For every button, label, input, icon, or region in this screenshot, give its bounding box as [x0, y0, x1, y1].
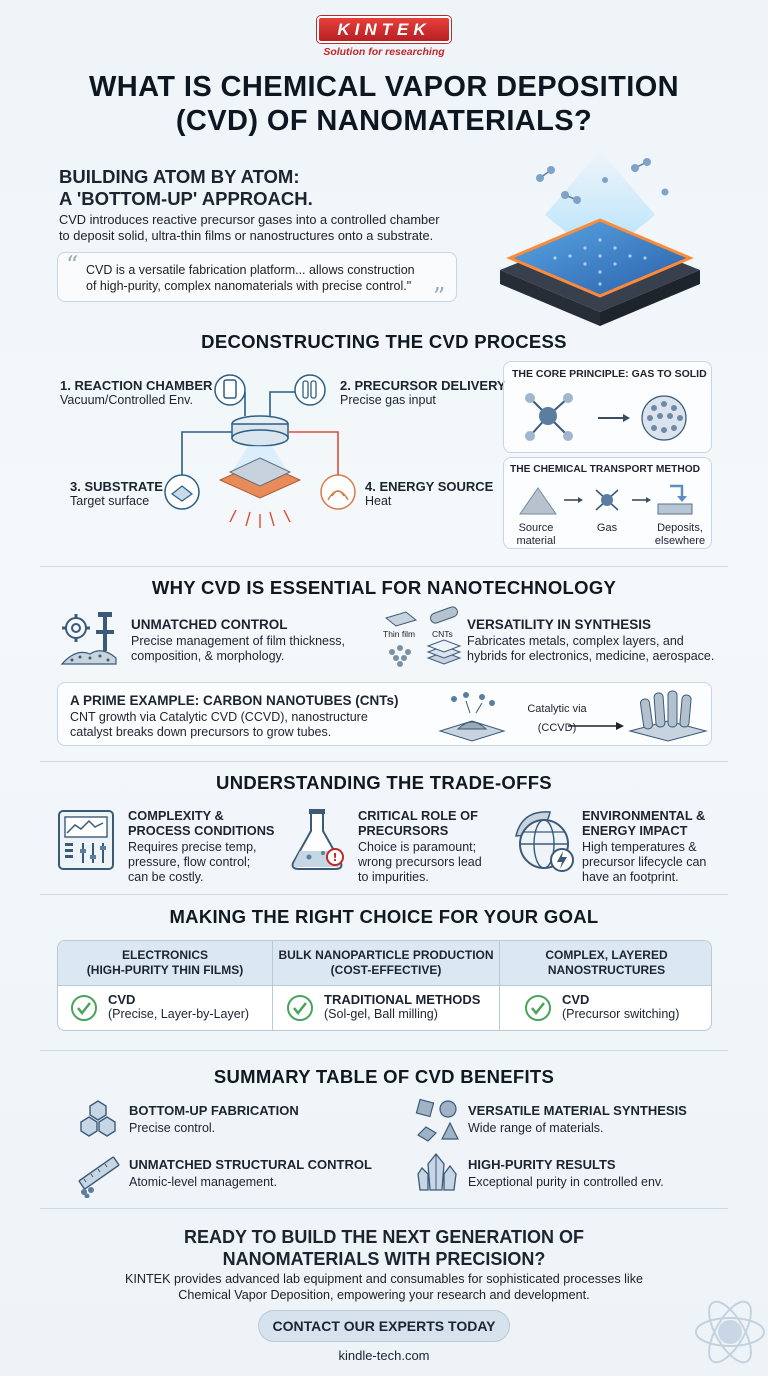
svg-text:!: !: [332, 851, 337, 864]
summary-bottom-up: BOTTOM-UP FABRICATION Precise control.: [129, 1103, 299, 1135]
check-circle-icon: [286, 994, 314, 1022]
icon-label-cnt: CNTs: [432, 629, 453, 639]
intro-body: CVD introduces reactive precursor gases …: [59, 212, 440, 244]
transport-title: THE CHEMICAL TRANSPORT METHOD: [510, 464, 700, 475]
control-gear-icon: [58, 606, 122, 670]
why-versatility: VERSATILITY IN SYNTHESIS Fabricates meta…: [467, 617, 714, 664]
choice-col-electronics-head: ELECTRONICS (HIGH-PURITY THIN FILMS): [58, 941, 272, 985]
catalyst-icon: [436, 691, 508, 743]
step-substrate: 3. SUBSTRATE Target surface: [70, 479, 163, 508]
step-desc: Heat: [365, 494, 392, 508]
cnt-example-box: A PRIME EXAMPLE: CARBON NANOTUBES (CNTs)…: [57, 682, 712, 746]
arrow-right-icon: [568, 721, 624, 731]
substrate-glow-illustration: [485, 140, 715, 330]
section-divider: [40, 1208, 728, 1209]
intro-heading: BUILDING ATOM BY ATOM: A 'BOTTOM-UP' APP…: [59, 166, 313, 210]
transport-flow-icon: [512, 480, 707, 520]
flask-icon: !: [287, 807, 349, 873]
why-control: UNMATCHED CONTROL Precise management of …: [131, 617, 345, 664]
section-divider: [40, 894, 728, 895]
control-panel-icon: [57, 809, 115, 871]
check-circle-icon: [524, 994, 552, 1022]
step-title: 1. REACTION CHAMBER: [60, 378, 213, 393]
summary-structural: UNMATCHED STRUCTURAL CONTROL Atomic-leve…: [129, 1157, 372, 1189]
intro-body-line2: to deposit solid, ultra-thin films or na…: [59, 228, 434, 243]
tradeoff-complexity: COMPLEXITY & PROCESS CONDITIONS Requires…: [128, 808, 275, 884]
icon-label-film: Thin film: [383, 629, 416, 639]
choice-col-bulk-head: BULK NANOPARTICLE PRODUCTION (COST-EFFEC…: [272, 941, 499, 985]
intro-heading-line1: BUILDING ATOM BY ATOM:: [59, 166, 300, 187]
chamber-icon: [223, 379, 237, 399]
step-desc: Vacuum/Controlled Env.: [60, 393, 193, 407]
cvd-process-diagram: [160, 372, 360, 542]
step-title: 2. PRECURSOR DELIVERY: [340, 378, 506, 393]
cta-heading: READY TO BUILD THE NEXT GENERATION OF NA…: [183, 1227, 585, 1269]
choice-table: ELECTRONICS (HIGH-PURITY THIN FILMS) BUL…: [57, 940, 712, 1031]
summary-heading: SUMMARY TABLE OF CVD BENEFITS: [213, 1066, 555, 1087]
page-title-line1: WHAT IS CHEMICAL VAPOR DEPOSITION: [89, 71, 679, 103]
tradeoff-environment: ENVIRONMENTAL & ENERGY IMPACT High tempe…: [582, 808, 707, 884]
tradeoff-precursors: CRITICAL ROLE OF PRECURSORS Choice is pa…: [358, 808, 482, 884]
quote-close-icon: ”: [433, 283, 446, 311]
transport-deposit-label: Deposits, elsewhere: [654, 522, 706, 547]
cnt-example-title: A PRIME EXAMPLE: CARBON NANOTUBES (CNTs): [70, 693, 399, 708]
step-title: 3. SUBSTRATE: [70, 479, 163, 494]
contact-experts-button[interactable]: CONTACT OUR EXPERTS TODAY: [258, 1310, 510, 1342]
transport-source-label: Source material: [516, 522, 556, 547]
crystal-icon: [414, 1150, 460, 1196]
quote-open-icon: “: [66, 251, 79, 279]
why-versatility-desc: Fabricates metals, complex layers, and h…: [467, 634, 715, 663]
why-heading: WHY CVD IS ESSENTIAL FOR NANOTECHNOLOGY: [151, 577, 617, 598]
globe-leaf-energy-icon: [508, 806, 578, 876]
transport-method-box: THE CHEMICAL TRANSPORT METHOD Source mat…: [503, 457, 712, 549]
step-title: 4. ENERGY SOURCE: [365, 479, 494, 494]
core-principle-box: THE CORE PRINCIPLE: GAS TO SOLID: [503, 361, 712, 453]
cnt-example-desc: CNT growth via Catalytic CVD (CCVD), nan…: [70, 710, 368, 739]
tradeoffs-heading: UNDERSTANDING THE TRADE-OFFS: [216, 772, 552, 793]
intro-quote: “ CVD is a versatile fabrication platfor…: [57, 251, 457, 311]
quote-line1: CVD is a versatile fabrication platform.…: [86, 263, 415, 277]
page-title-line2: (CVD) OF NANOMATERIALS?: [175, 105, 593, 137]
step-desc: Precise gas input: [340, 393, 436, 407]
brand-logo: KINTEK: [0, 16, 768, 43]
core-principle-title: THE CORE PRINCIPLE: GAS TO SOLID: [512, 368, 707, 380]
section-divider: [40, 566, 728, 567]
section-divider: [40, 761, 728, 762]
cta-body: KINTEK provides advanced lab equipment a…: [124, 1272, 644, 1302]
quote-line2: of high-purity, complex nanomaterials wi…: [86, 279, 412, 293]
choice-heading: MAKING THE RIGHT CHOICE FOR YOUR GOAL: [169, 906, 599, 927]
why-control-desc: Precise management of film thickness, co…: [131, 634, 345, 663]
summary-versatile: VERSATILE MATERIAL SYNTHESIS Wide range …: [468, 1103, 687, 1135]
film-cnt-icons: [382, 606, 462, 670]
hexagon-cluster-icon: [76, 1098, 120, 1142]
logo-text: KINTEK: [317, 16, 451, 43]
why-versatility-title: VERSATILITY IN SYNTHESIS: [467, 617, 652, 632]
intro-heading-line2: A 'BOTTOM-UP' APPROACH.: [59, 188, 313, 209]
process-heading: DECONSTRUCTING THE CVD PROCESS: [201, 331, 567, 352]
page-title: WHAT IS CHEMICAL VAPOR DEPOSITION (CVD) …: [0, 70, 768, 138]
why-control-title: UNMATCHED CONTROL: [131, 617, 288, 632]
step-precursor-delivery: 2. PRECURSOR DELIVERY Precise gas input: [340, 378, 506, 407]
step-desc: Target surface: [70, 494, 150, 508]
brand-tagline: Solution for researching: [323, 46, 445, 58]
ruler-pencil-icon: [76, 1152, 122, 1198]
summary-purity: HIGH-PURITY RESULTS Exceptional purity i…: [468, 1157, 664, 1189]
intro-body-line1: CVD introduces reactive precursor gases …: [59, 212, 440, 227]
nanotube-forest-icon: [628, 687, 708, 743]
website-link[interactable]: kindle-tech.com: [338, 1348, 430, 1363]
check-circle-icon: [70, 994, 98, 1022]
molecule-to-lattice-icon: [518, 386, 703, 448]
section-divider: [40, 1050, 728, 1051]
ccvd-arrow-label: Catalytic via (CCVD): [527, 703, 587, 734]
step-reaction-chamber: 1. REACTION CHAMBER Vacuum/Controlled En…: [60, 378, 212, 407]
shapes-icon: [414, 1097, 460, 1143]
atom-decoration-icon: [670, 1270, 766, 1370]
step-energy-source: 4. ENERGY SOURCE Heat: [365, 479, 493, 508]
transport-gas-label: Gas: [596, 522, 618, 534]
choice-col-complex-head: COMPLEX, LAYERED NANOSTRUCTURES: [499, 941, 711, 985]
